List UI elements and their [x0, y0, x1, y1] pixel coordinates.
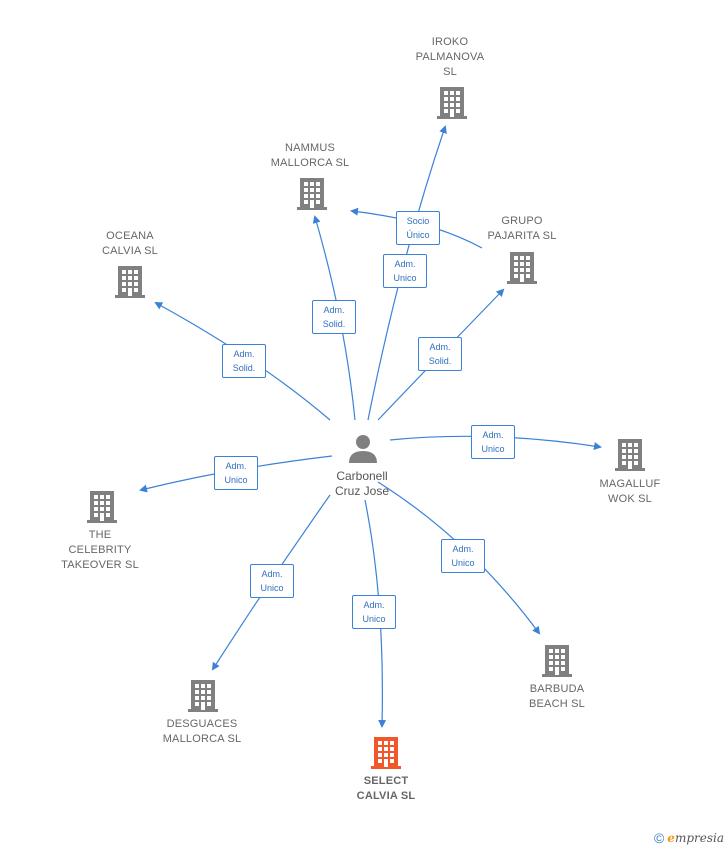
company-label-grupo[interactable]: GRUPO PAJARITA SL — [487, 215, 557, 242]
building-icon — [297, 178, 327, 210]
edge-label-barbuda: Adm. Unico — [441, 539, 485, 573]
company-label-iroko[interactable]: IROKO PALMANOVA SL — [415, 36, 485, 78]
building-icon — [507, 252, 537, 284]
edge-label-iroko: Adm. Unico — [383, 254, 427, 288]
person-name[interactable]: Carbonell Cruz Jose — [334, 469, 390, 498]
company-label-select[interactable]: SELECT CALVIA SL — [356, 775, 416, 802]
building-icon-highlight — [371, 737, 401, 769]
building-icon — [437, 87, 467, 119]
building-icon — [615, 439, 645, 471]
company-label-nammus[interactable]: NAMMUS MALLORCA SL — [270, 142, 350, 169]
edge-label-oceana: Adm. Solid. — [222, 344, 266, 378]
copyright-icon: © — [653, 830, 665, 846]
edge-label-select: Adm. Unico — [352, 595, 396, 629]
person-icon — [349, 435, 377, 463]
company-label-magalluf[interactable]: MAGALLUF WOK SL — [599, 478, 661, 505]
edge-label-magalluf: Adm. Unico — [471, 425, 515, 459]
building-icon — [115, 266, 145, 298]
edge-label-grupo: Adm. Solid. — [418, 337, 462, 371]
building-icon — [188, 680, 218, 712]
edge-label-nammus: Adm. Solid. — [312, 300, 356, 334]
company-label-oceana[interactable]: OCEANA CALVIA SL — [101, 230, 159, 257]
edge-label-celebrity: Adm. Unico — [214, 456, 258, 490]
company-label-celebrity[interactable]: THE CELEBRITY TAKEOVER SL — [61, 529, 139, 571]
building-icon — [87, 491, 117, 523]
edge-label-desguaces: Adm. Unico — [250, 564, 294, 598]
footer-brand[interactable]: © empresia — [654, 830, 724, 846]
company-label-barbuda[interactable]: BARBUDA BEACH SL — [528, 683, 585, 710]
edge-label-grupo-socio: Socio Único — [396, 211, 440, 245]
building-icon — [542, 645, 572, 677]
brand-logo: empresia — [667, 831, 724, 845]
company-label-desguaces[interactable]: DESGUACES MALLORCA SL — [162, 718, 242, 745]
